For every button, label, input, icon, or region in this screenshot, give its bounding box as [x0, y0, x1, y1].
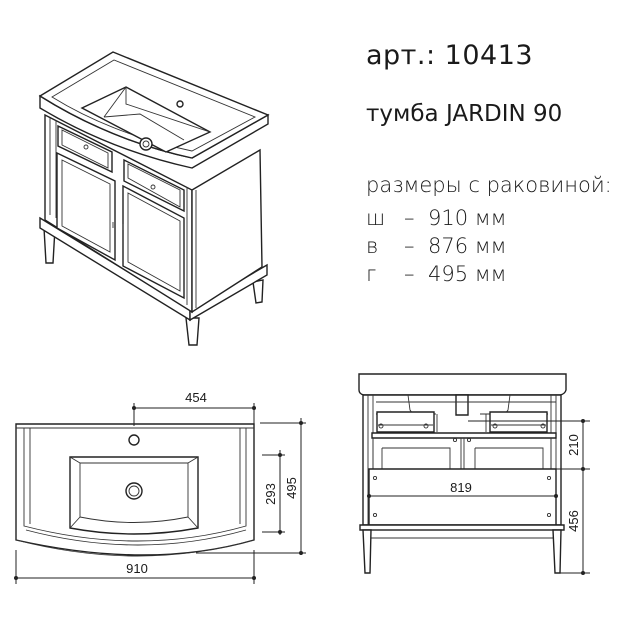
svg-text:456: 456	[566, 510, 581, 532]
dimension-bowl-depth: 293	[262, 450, 285, 535]
leg-front-right	[185, 317, 200, 346]
apron	[366, 529, 559, 539]
drain-icon	[125, 482, 143, 500]
leg-left	[362, 529, 372, 574]
sink-slab	[358, 373, 567, 396]
dimension-key: в	[366, 234, 379, 258]
dimension-overall-depth: 495	[196, 418, 306, 555]
door-right	[122, 184, 185, 300]
dimension-value: 495 мм	[428, 262, 507, 286]
dimension-depth: г –495 мм	[366, 262, 506, 286]
svg-text:293: 293	[263, 483, 278, 505]
dimension-drawer-height: 210	[468, 419, 590, 471]
drawer-right	[489, 411, 548, 433]
faucet-hole-icon	[128, 434, 140, 446]
dimension-separator: –	[404, 206, 415, 230]
dimension-separator: –	[404, 234, 415, 258]
drain-pipe	[455, 394, 469, 416]
dimension-separator: –	[404, 262, 415, 286]
sink-inner-rim	[23, 428, 247, 542]
top-view: 454 910 495 293	[14, 390, 306, 584]
dimension-key: ш	[366, 206, 386, 230]
svg-text:454: 454	[185, 390, 207, 405]
leg-back-right	[252, 279, 264, 304]
drawer-right-knob	[150, 184, 156, 190]
door-panels	[381, 447, 544, 469]
drawer-left	[376, 411, 435, 433]
front-view: 819 210 456	[358, 373, 590, 575]
svg-text:210: 210	[566, 434, 581, 456]
isometric-view	[38, 51, 270, 346]
base-rail	[359, 524, 565, 531]
leg-right	[552, 529, 562, 574]
svg-text:819: 819	[450, 480, 472, 495]
dimension-key: г	[366, 262, 377, 286]
dimensions-title: размеры с раковиной:	[366, 173, 612, 197]
drain-icon	[139, 137, 153, 151]
dimension-lower-height: 456	[560, 469, 590, 575]
faucet-hole-icon	[176, 100, 184, 108]
door-stiles	[372, 438, 552, 469]
article-number: арт.: 10413	[366, 40, 534, 71]
dimension-inner-width: 819	[367, 480, 558, 498]
dimension-value: 876 мм	[428, 234, 507, 258]
drawer-rail	[371, 432, 557, 439]
left-post	[49, 118, 57, 218]
rear-panel	[368, 468, 557, 526]
svg-text:910: 910	[126, 561, 148, 576]
dimension-faucet-offset: 454	[132, 390, 256, 426]
dimension-overall-width: 910	[14, 550, 256, 584]
dimension-width: ш–910 мм	[366, 206, 506, 230]
cabinet-side	[191, 148, 263, 314]
dimension-value: 910 мм	[428, 206, 507, 230]
door-handles	[112, 222, 124, 230]
drawer-left-knob	[83, 144, 89, 150]
svg-text:495: 495	[284, 477, 299, 499]
corner-post	[186, 187, 197, 308]
dimension-height: в –876 мм	[366, 234, 506, 258]
model-name: тумба JARDIN 90	[366, 101, 563, 127]
